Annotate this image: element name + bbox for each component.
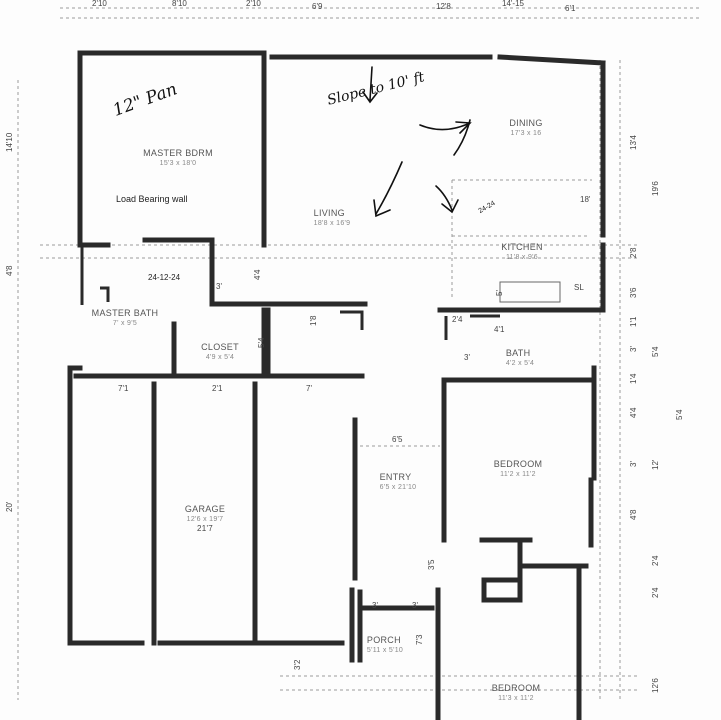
room-porch: PORCH 5'11 x 5'10: [366, 635, 404, 655]
room-name: PORCH: [366, 635, 401, 645]
right-dim: 3': [629, 461, 638, 467]
interior-walls: [67, 50, 606, 663]
room-garage: GARAGE 12'6 x 19'7 21'7: [185, 505, 225, 533]
room-bedroom-1: BEDROOM 11'2 x 11'2: [493, 459, 543, 479]
room-dining: DINING 17'3 x 16: [509, 118, 543, 138]
room-dims: 6'5 x 21'10: [379, 484, 417, 491]
room-bedroom-2: BEDROOM 11'3 x 11'2: [491, 683, 541, 703]
interior-dim: 7': [306, 384, 312, 393]
interior-dim: 7'3: [415, 634, 424, 645]
right-dim: 18': [580, 195, 591, 204]
room-dims: 15'3 x 18'0: [159, 160, 197, 167]
room-name: LIVING: [313, 208, 345, 218]
room-entry: ENTRY 6'5 x 21'10: [379, 472, 417, 492]
room-bath: BATH 4'2 x 5'4: [505, 348, 535, 368]
right-dim: 5'4: [675, 409, 684, 420]
room-name: GARAGE: [184, 504, 226, 514]
room-dims: 11'8 x 9'6: [505, 254, 539, 261]
interior-dim: 3': [216, 282, 222, 291]
handwritten-arrows: [362, 66, 472, 218]
room-master-bdrm: MASTER BDRM 15'3 x 18'0: [143, 148, 213, 168]
room-dims: 4'9 x 5'4: [205, 354, 235, 361]
exterior-walls: [67, 50, 606, 720]
right-dim: 3': [629, 346, 638, 352]
right-dim: 13'4: [629, 135, 638, 150]
right-dim: 1'4: [629, 373, 638, 384]
room-extra-dim: 21'7: [196, 524, 214, 533]
left-dim: 4'8: [5, 265, 14, 276]
kitchen-counter: [451, 179, 592, 303]
interior-dim: 6'5: [392, 435, 403, 444]
right-dim: 5'4: [651, 346, 660, 357]
note-counter: 24-12-24: [148, 273, 181, 282]
interior-dim: 5': [495, 290, 504, 296]
room-dims: 11'3 x 11'2: [498, 695, 534, 702]
right-dim: 4'4: [629, 407, 638, 418]
room-name: CLOSET: [201, 342, 239, 352]
top-dim: 14'-15: [502, 0, 524, 8]
interior-dim: 4'4: [253, 269, 262, 280]
room-name: BEDROOM: [493, 459, 543, 469]
room-name: KITCHEN: [501, 242, 543, 252]
interior-dim: 5'4: [257, 337, 266, 348]
top-dim: 2'10: [246, 0, 261, 8]
top-dim: 6'9: [312, 2, 323, 11]
room-name: DINING: [509, 118, 543, 128]
room-closet: CLOSET 4'9 x 5'4: [201, 342, 239, 362]
right-dim: 2'4: [651, 587, 660, 598]
left-dim: 20': [5, 501, 14, 512]
room-dims: 17'3 x 16: [510, 130, 542, 137]
room-name: MASTER BDRM: [143, 148, 213, 158]
right-dim: 12': [651, 459, 660, 470]
room-dims: 4'2 x 5'4: [505, 360, 535, 367]
interior-dim: 3': [372, 601, 378, 610]
top-dim: 6'1: [565, 4, 576, 13]
room-dims: 18'8 x 16'9: [313, 220, 351, 227]
room-name: BATH: [505, 348, 531, 358]
room-dims: 11'2 x 11'2: [500, 471, 536, 478]
interior-dim: 3'2: [293, 659, 302, 670]
top-dim: 12'8: [436, 2, 451, 11]
right-dim: 2'4: [651, 555, 660, 566]
room-dims: 5'11 x 5'10: [366, 647, 404, 654]
note-load-bearing: Load Bearing wall: [116, 194, 188, 204]
interior-dim: SL: [574, 283, 584, 292]
right-dim: 2'8: [629, 247, 638, 258]
room-name: BEDROOM: [491, 683, 541, 693]
right-dim: 1'1: [629, 316, 638, 327]
left-dim: 14'10: [5, 132, 14, 152]
interior-dim: 1'8: [309, 315, 318, 326]
room-master-bath: MASTER BATH 7' x 9'5: [91, 308, 159, 328]
room-living: LIVING 18'8 x 16'9: [313, 208, 351, 228]
interior-dim: 3'5: [427, 559, 436, 570]
room-dims: 12'6 x 19'7: [186, 516, 224, 523]
interior-dim: 7'1: [118, 384, 129, 393]
room-kitchen: KITCHEN 11'8 x 9'6: [501, 242, 543, 262]
room-name: ENTRY: [379, 472, 412, 482]
right-dim: 4'8: [629, 509, 638, 520]
right-dim: 19'6: [651, 181, 660, 196]
interior-dim: 2'4: [452, 315, 463, 324]
room-dims: 7' x 9'5: [112, 320, 138, 327]
interior-dim: 3': [464, 353, 470, 362]
top-dim: 2'10: [92, 0, 107, 8]
right-dim: 12'6: [651, 678, 660, 693]
interior-dim: 3': [412, 601, 418, 610]
interior-dim: 4'1: [494, 325, 505, 334]
right-dim: 3'6: [629, 287, 638, 298]
top-dim: 8'10: [172, 0, 187, 8]
room-name: MASTER BATH: [91, 308, 159, 318]
interior-dim: 2'1: [212, 384, 223, 393]
